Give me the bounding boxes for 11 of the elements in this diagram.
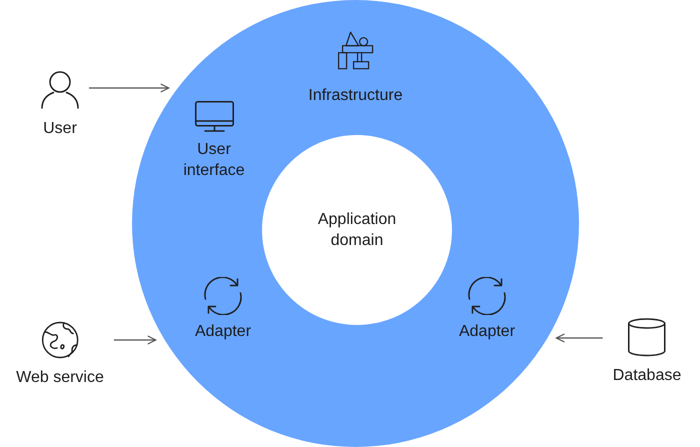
node-label: Infrastructure: [308, 86, 403, 106]
node-label: User: [43, 119, 77, 139]
arrow: [89, 83, 170, 93]
arrow: [556, 333, 603, 343]
arrow: [114, 335, 156, 345]
node-label: Adapter: [458, 322, 516, 342]
node-label: Database: [612, 366, 682, 386]
node-label: User interface: [182, 140, 246, 181]
node-label: Application domain: [316, 210, 398, 251]
node-label: Adapter: [194, 322, 252, 342]
node-label: Web service: [16, 368, 104, 388]
